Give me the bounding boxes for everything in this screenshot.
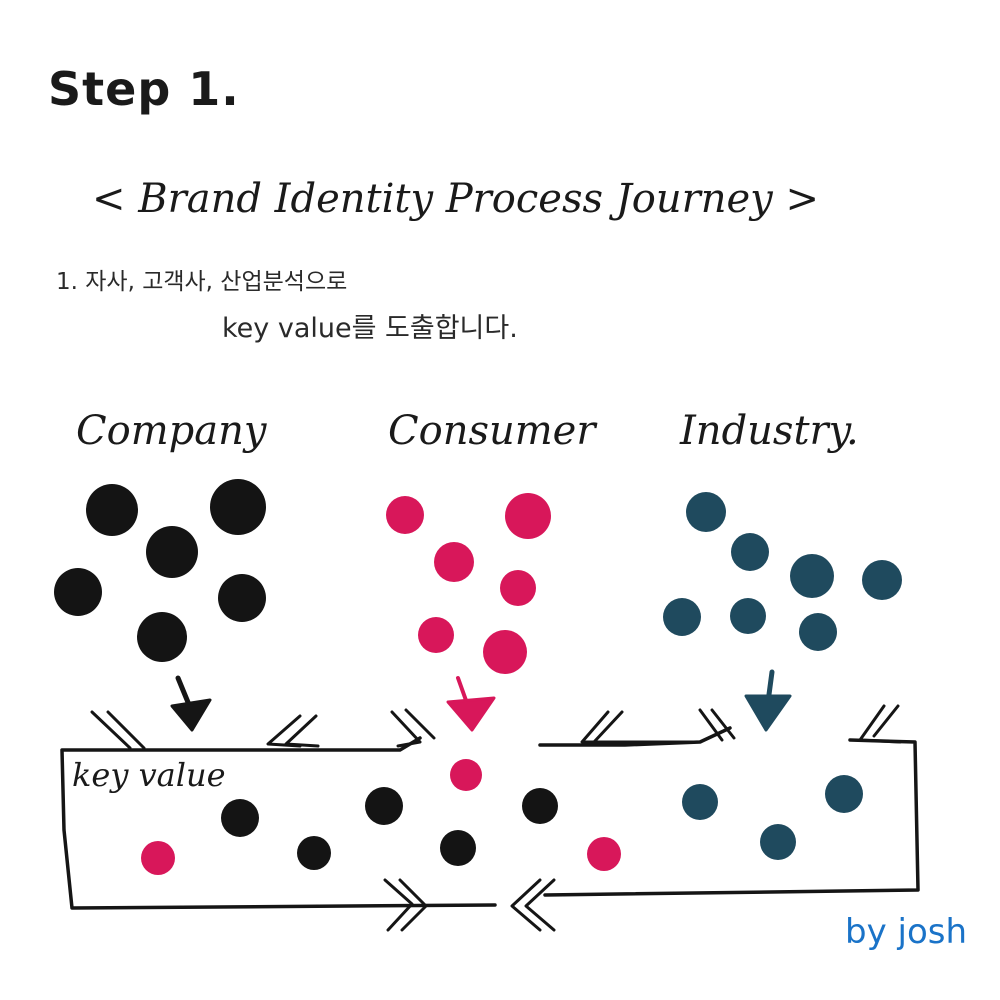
key-value-dot-consumer <box>450 759 482 791</box>
consumer-dot <box>483 630 527 674</box>
description-line-2: key value를 도출합니다. <box>222 313 518 344</box>
industry-dot <box>862 560 902 600</box>
company-dot <box>146 526 198 578</box>
company-dot <box>54 568 102 616</box>
chevron-left-icon <box>580 710 702 744</box>
company-dot <box>210 479 266 535</box>
category-label-industry: Industry. <box>680 408 859 454</box>
company-dots <box>54 479 266 662</box>
key-value-dots <box>141 759 863 875</box>
consumer-dots <box>386 493 551 674</box>
consumer-dot <box>500 570 536 606</box>
key-value-dot-industry <box>682 784 718 820</box>
key-value-dot-company <box>522 788 558 824</box>
chevron-right-icon <box>90 710 146 750</box>
chevron-right-icon <box>698 708 736 742</box>
chevron-left-icon <box>510 878 556 932</box>
industry-dots <box>663 492 902 651</box>
key-value-dot-industry <box>760 824 796 860</box>
key-value-label: key value <box>72 756 226 794</box>
key-value-dot-consumer <box>587 837 621 871</box>
category-label-consumer: Consumer <box>388 408 596 454</box>
company-dot <box>218 574 266 622</box>
arrow-down-icon <box>744 669 792 732</box>
consumer-dot <box>434 542 474 582</box>
key-value-dot-company <box>440 830 476 866</box>
diagram-title: < Brand Identity Process Journey > <box>92 176 819 222</box>
chevron-right-icon <box>390 708 436 748</box>
industry-dot <box>663 598 701 636</box>
key-value-band <box>60 726 920 910</box>
industry-dot <box>731 533 769 571</box>
key-value-dot-industry <box>825 775 863 813</box>
key-value-dot-company <box>221 799 259 837</box>
author-credit: by josh <box>845 912 968 952</box>
chevron-left-icon <box>266 714 320 748</box>
arrow-down-icon <box>446 676 496 732</box>
consumer-dot <box>505 493 551 539</box>
industry-dot <box>686 492 726 532</box>
company-dot <box>86 484 138 536</box>
consumer-dot <box>386 496 424 534</box>
chevron-right-icon <box>383 878 428 932</box>
key-value-dot-consumer <box>141 841 175 875</box>
consumer-dot <box>418 617 454 653</box>
company-dot <box>137 612 187 662</box>
step-heading: Step 1. <box>48 62 240 116</box>
industry-dot <box>730 598 766 634</box>
arrow-down-icon <box>170 675 212 732</box>
industry-dot <box>790 554 834 598</box>
category-label-company: Company <box>76 408 267 454</box>
key-value-dot-company <box>365 787 403 825</box>
key-value-dot-company <box>297 836 331 870</box>
chevron-left-icon <box>858 704 902 744</box>
description-line-1: 1. 자사, 고객사, 산업분석으로 <box>56 269 348 295</box>
industry-dot <box>799 613 837 651</box>
